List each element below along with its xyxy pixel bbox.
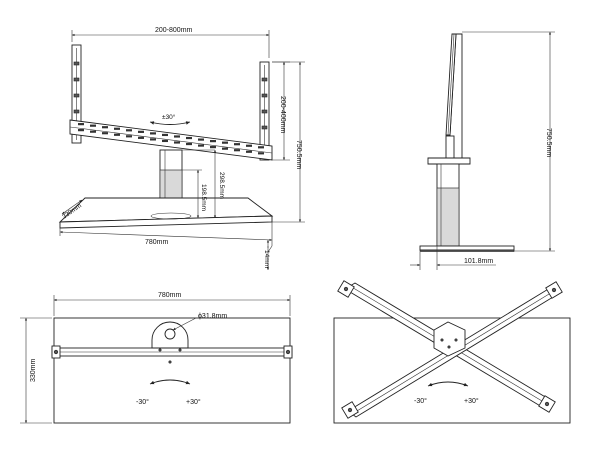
side-offset-label: 101.8mm — [464, 258, 493, 265]
rot-right-a-label: +30° — [186, 398, 201, 406]
side-arm — [427, 157, 471, 165]
rotated-top-view: -30° +30° — [333, 280, 571, 424]
front-view: ±30° 200-800mm 200-400mm — [58, 27, 305, 270]
dim-front-total: 750.5mm — [272, 61, 305, 223]
rail-slot — [102, 126, 108, 129]
rail-slot — [258, 152, 264, 155]
rail-slot — [210, 140, 216, 143]
rail-slot — [138, 130, 144, 133]
rail-slot — [246, 150, 252, 153]
rail-slot — [186, 142, 192, 146]
rail-slot — [162, 133, 168, 137]
rail-slot — [198, 144, 204, 147]
side-view: 750.5mm 101.8mm — [410, 31, 555, 270]
rail-slot — [210, 146, 216, 149]
rail-slot — [102, 132, 108, 135]
top-depth-label: 330mm — [30, 358, 37, 382]
hole-dia-label: ϕ31.8mm — [198, 313, 227, 320]
rail-slot — [174, 141, 180, 144]
rail-slot — [114, 127, 120, 130]
front-height-label: 200-400mm — [279, 96, 286, 134]
front-width-label: 200-800mm — [155, 27, 193, 34]
dim-side-total: 750.5mm — [462, 31, 555, 252]
rail-slot — [198, 138, 204, 141]
dim-base-width: 780mm — [59, 222, 273, 246]
rail-slot — [150, 132, 156, 135]
dim-post-height: 298.5mm — [182, 149, 225, 218]
dim-front-height: 200-400mm — [272, 61, 290, 161]
rail-slot — [246, 144, 252, 147]
rail-slot — [234, 149, 240, 152]
side-total-label: 750.5mm — [545, 128, 552, 157]
dim-top-width: 780mm — [53, 292, 291, 316]
rail-slot — [162, 139, 168, 143]
rail-slot — [174, 135, 180, 138]
rotation-arrow-b — [427, 381, 469, 387]
top-view: ϕ31.8mm -30° +30° 780mm 330mm — [20, 292, 293, 424]
rail-slot — [138, 136, 144, 139]
rail-slot — [126, 135, 132, 138]
rail-slot — [222, 147, 228, 150]
rotated-hub — [433, 321, 466, 357]
right-bracket — [259, 61, 270, 161]
rail-slot — [90, 130, 96, 133]
top-width-label: 780mm — [158, 292, 182, 299]
rail-slot — [234, 143, 240, 146]
tilt-label: ±30° — [162, 113, 176, 121]
dim-top-depth: 330mm — [20, 317, 52, 424]
dim-front-width: 200-800mm — [71, 27, 270, 58]
rail-slot — [114, 133, 120, 136]
rail-slot — [90, 124, 96, 127]
rot-left-a-label: -30° — [136, 398, 149, 406]
rail-slot — [78, 129, 84, 132]
post-height-label: 298.5mm — [218, 172, 225, 199]
rotation-arrow-a — [149, 379, 191, 385]
rot-left-b-label: -30° — [414, 397, 427, 405]
base-thickness-label: 14mm — [263, 250, 270, 268]
rail-slot — [150, 138, 156, 141]
rail-slot — [186, 136, 192, 140]
rot-right-b-label: +30° — [464, 397, 479, 405]
dim-side-offset: 101.8mm — [410, 246, 496, 270]
tilt-arrow — [149, 121, 191, 125]
post-lower-label: 198.5mm — [200, 184, 207, 211]
dim-base-thickness: 14mm — [263, 240, 273, 270]
dim-post-lower: 198.5mm — [182, 169, 207, 218]
base-plate — [58, 197, 274, 229]
side-base — [419, 245, 515, 251]
front-total-label: 750.5mm — [295, 140, 302, 169]
rail-slot — [258, 146, 264, 149]
rail-slot — [222, 141, 228, 144]
base-width-label: 780mm — [145, 239, 169, 246]
rail-slot — [126, 129, 132, 132]
hole-icon — [164, 328, 176, 340]
rail-slot — [78, 123, 84, 126]
